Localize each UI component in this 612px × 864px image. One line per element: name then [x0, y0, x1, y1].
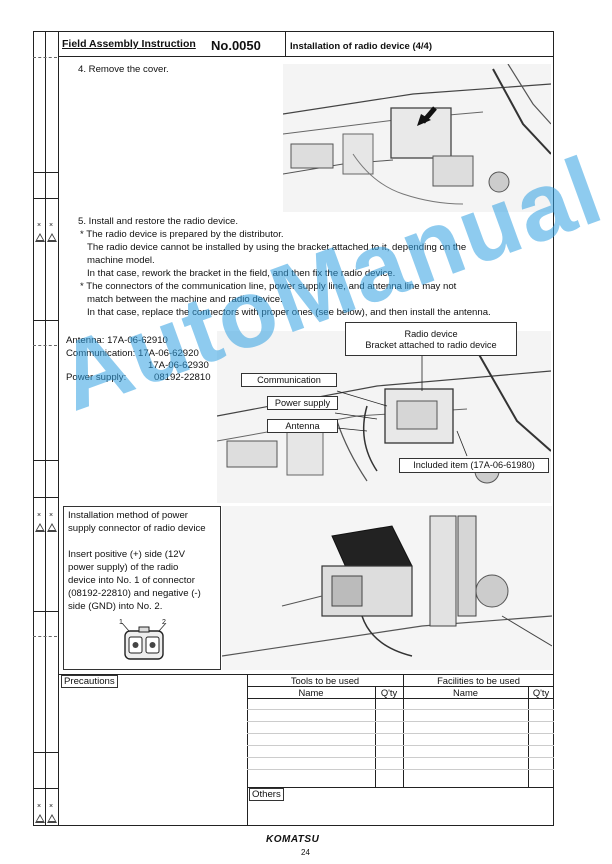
margin-rule	[33, 788, 58, 789]
others-label: Others	[249, 788, 284, 801]
facilities-name-header: Name	[452, 687, 478, 698]
margin-rule	[33, 460, 58, 461]
table-row	[247, 709, 554, 710]
margin-x-mark: ×	[49, 512, 54, 519]
table-qty-divider	[375, 686, 376, 787]
margin-dash	[33, 57, 57, 58]
margin-x-mark: ×	[49, 222, 54, 229]
step-5-line: * The connectors of the communication li…	[80, 281, 457, 292]
step-5-line: match between the machine and radio devi…	[87, 294, 283, 305]
table-row	[247, 745, 554, 746]
step-5-line: machine model.	[87, 255, 155, 266]
callout-bracket-label: Bracket attached to radio device	[365, 340, 497, 350]
table-top-rule	[58, 674, 554, 675]
callout-radio-device: Radio device Bracket attached to radio d…	[345, 322, 517, 356]
table-rule	[247, 686, 554, 687]
document-title: Field Assembly Instruction	[62, 38, 196, 50]
margin-x-mark: ×	[37, 803, 42, 810]
step-5-line: The radio device cannot be installed by …	[87, 242, 467, 253]
table-rule	[247, 787, 554, 788]
margin-x-mark: ×	[37, 222, 42, 229]
instruction-number: No.0050	[211, 38, 261, 53]
table-divider	[403, 674, 404, 787]
revision-triangle-icon	[47, 814, 57, 823]
power-supply-part-number: 08192-22810	[154, 372, 211, 383]
margin-rule	[33, 611, 58, 612]
note-line: Installation method of power	[68, 510, 188, 521]
note-line: device into No. 1 of connector	[68, 575, 195, 586]
step-5-line: In that case, rework the bracket in the …	[87, 268, 396, 279]
photo-remove-cover	[283, 64, 551, 212]
connector-pin-1-label: 1	[119, 619, 123, 626]
margin-column-line	[58, 31, 59, 826]
facilities-qty-header: Q'ty	[532, 687, 550, 698]
revision-triangle-icon	[35, 233, 45, 242]
power-supply-label: Power supply:	[66, 372, 127, 383]
note-line: side (GND) into No. 2.	[68, 601, 163, 612]
margin-dash	[33, 636, 57, 637]
table-divider	[247, 674, 248, 826]
margin-rule	[33, 320, 58, 321]
connector-icon	[121, 623, 167, 660]
revision-triangle-icon	[35, 523, 45, 532]
tools-qty-header: Q'ty	[380, 687, 398, 698]
step-5-line: In that case, replace the connectors wit…	[87, 307, 491, 318]
page-frame	[33, 31, 554, 826]
step-4-text: 4. Remove the cover.	[78, 64, 169, 75]
precautions-label: Precautions	[61, 675, 118, 688]
facilities-header: Facilities to be used	[437, 675, 520, 686]
revision-triangle-icon	[47, 523, 57, 532]
table-qty-divider	[528, 686, 529, 787]
power-connector-note: Installation method of power supply conn…	[63, 506, 221, 670]
note-line: power supply) of the radio	[68, 562, 179, 573]
note-line: supply connector of radio device	[68, 523, 206, 534]
komatsu-logo: KOMATSU	[266, 834, 320, 845]
margin-column-line	[45, 31, 46, 826]
table-row	[247, 733, 554, 734]
step-5-line: * The radio device is prepared by the di…	[80, 229, 284, 240]
communication-part-number-alt: 17A-06-62930	[148, 360, 209, 371]
margin-rule	[33, 752, 58, 753]
instruction-subtitle: Installation of radio device (4/4)	[290, 41, 433, 52]
table-row	[247, 721, 554, 722]
callout-radio-device-label: Radio device	[404, 329, 458, 339]
margin-dash	[33, 345, 57, 346]
photo-install-radio	[217, 331, 551, 503]
callout-power-supply: Power supply	[267, 396, 338, 410]
header-rule	[58, 56, 554, 57]
photo-connector-detail	[222, 506, 552, 670]
note-line: Insert positive (+) side (12V	[68, 549, 186, 560]
table-rule	[247, 698, 554, 699]
margin-rule	[33, 198, 58, 199]
tools-name-header: Name	[298, 687, 324, 698]
callout-included-item: Included item (17A-06-61980)	[399, 458, 549, 473]
communication-part-number: Communication: 17A-06-62920	[66, 348, 199, 359]
revision-triangle-icon	[47, 233, 57, 242]
margin-rule	[33, 172, 58, 173]
callout-communication: Communication	[241, 373, 337, 387]
note-line: (08192-22810) and negative (-)	[68, 588, 201, 599]
tools-header: Tools to be used	[290, 675, 360, 686]
antenna-part-number: Antenna: 17A-06-62910	[66, 335, 168, 346]
margin-rule	[33, 497, 58, 498]
page-number: 24	[301, 848, 310, 857]
connector-pin-2-label: 2	[162, 619, 166, 626]
table-row	[247, 769, 554, 770]
margin-x-mark: ×	[37, 512, 42, 519]
table-row	[247, 757, 554, 758]
header-divider	[285, 31, 286, 56]
step-5-line: 5. Install and restore the radio device.	[78, 216, 238, 227]
revision-triangle-icon	[35, 814, 45, 823]
callout-antenna: Antenna	[267, 419, 338, 433]
margin-x-mark: ×	[49, 803, 54, 810]
